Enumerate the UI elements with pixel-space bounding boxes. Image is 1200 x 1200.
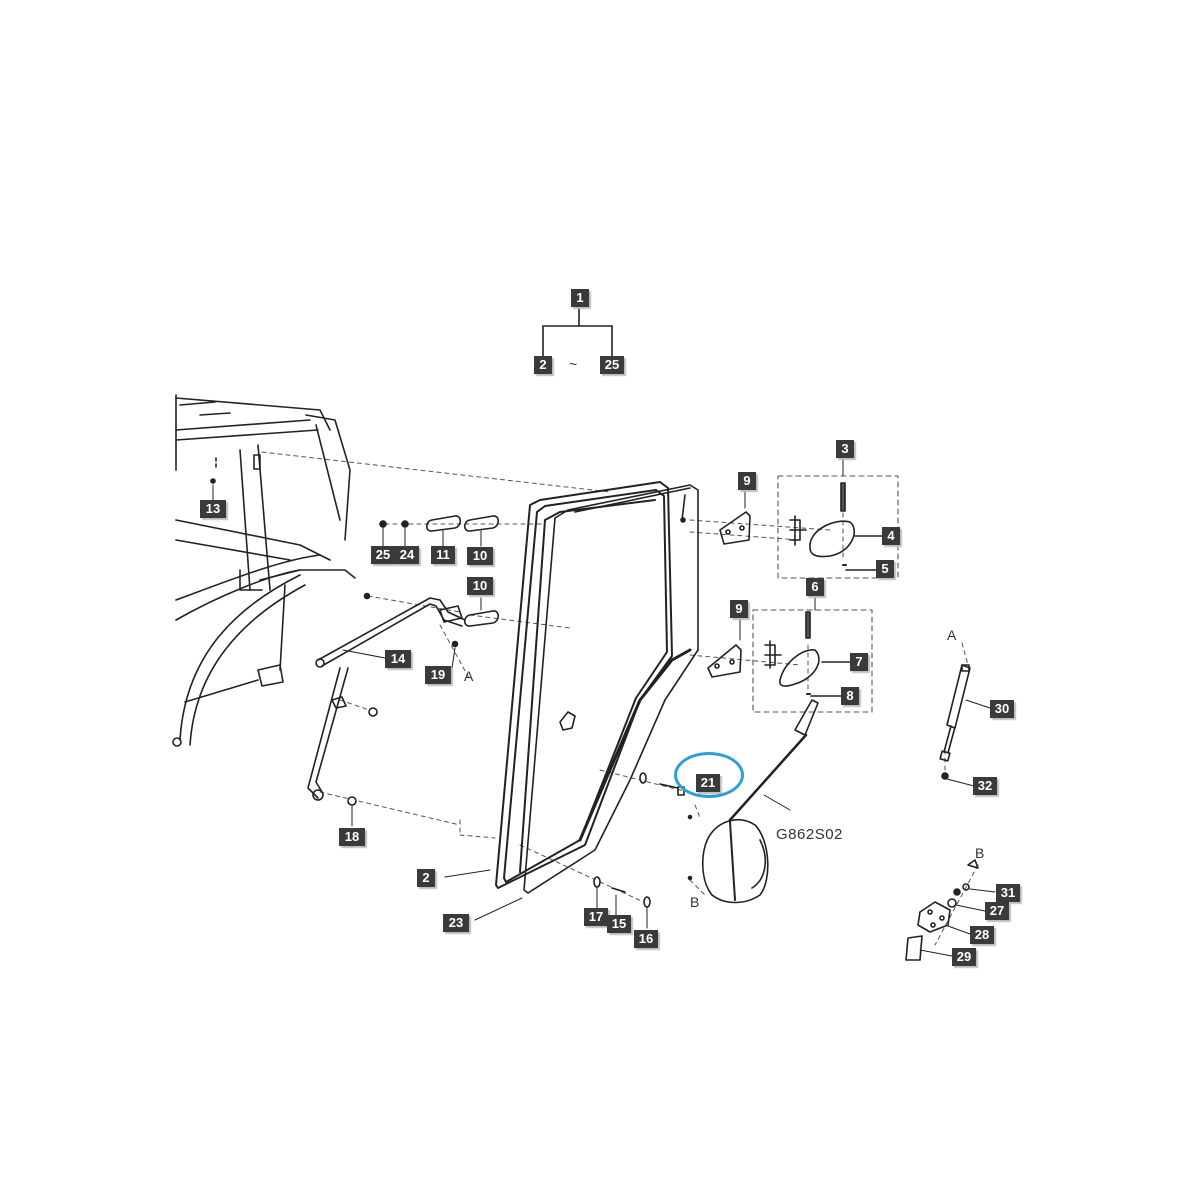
callout-part-2-range-start[interactable]: 2 <box>534 356 552 374</box>
callout-part-9-upper[interactable]: 9 <box>738 472 756 490</box>
fasteners <box>210 478 949 908</box>
callout-part-24[interactable]: 24 <box>395 546 419 564</box>
hinge-lower <box>764 611 851 697</box>
callout-part-3[interactable]: 3 <box>836 440 854 458</box>
callout-part-31[interactable]: 31 <box>996 884 1020 902</box>
callout-part-13[interactable]: 13 <box>200 500 226 518</box>
callout-part-11[interactable]: 11 <box>431 546 455 564</box>
callout-part-25-range-end[interactable]: 25 <box>600 356 624 374</box>
callout-part-9-lower[interactable]: 9 <box>730 600 748 618</box>
reference-letter-a-strut: A <box>947 627 957 643</box>
callout-part-14[interactable]: 14 <box>385 650 411 668</box>
callout-part-28[interactable]: 28 <box>970 926 994 944</box>
callout-part-25[interactable]: 25 <box>371 546 395 564</box>
door-handle-assembly <box>687 699 819 904</box>
plate-part-10-lower <box>463 610 500 627</box>
range-separator: ~ <box>569 356 578 372</box>
bracket-part-19 <box>439 605 463 623</box>
hinge-plate-upper <box>719 511 751 545</box>
callout-part-23[interactable]: 23 <box>443 914 469 932</box>
callout-part-19[interactable]: 19 <box>425 666 451 684</box>
callout-part-29[interactable]: 29 <box>952 948 976 966</box>
striker-assembly <box>905 859 996 961</box>
callout-part-30[interactable]: 30 <box>990 700 1014 718</box>
callout-part-1[interactable]: 1 <box>571 289 589 307</box>
callout-part-5[interactable]: 5 <box>876 560 894 578</box>
bolts <box>611 783 685 893</box>
callout-part-15[interactable]: 15 <box>607 915 631 933</box>
gas-strut-part-30 <box>939 664 991 787</box>
callout-part-32[interactable]: 32 <box>973 777 997 795</box>
cab-frame <box>172 394 356 747</box>
callout-part-27[interactable]: 27 <box>985 902 1009 920</box>
hinge-plate-lower <box>707 644 742 678</box>
callout-part-16[interactable]: 16 <box>634 930 658 948</box>
drawing-code-label: G862S02 <box>776 826 843 843</box>
callout-part-4[interactable]: 4 <box>882 527 900 545</box>
hinge-upper <box>789 482 883 571</box>
door-glass-part-23 <box>523 484 699 894</box>
callout-part-17[interactable]: 17 <box>584 908 608 926</box>
callout-part-10-upper[interactable]: 10 <box>467 547 493 565</box>
grab-bar-part-14 <box>307 597 466 801</box>
assembly-bracket <box>542 306 613 357</box>
plate-part-11 <box>425 515 462 532</box>
callout-part-6[interactable]: 6 <box>806 578 824 596</box>
reference-letter-b-striker: B <box>975 845 985 861</box>
callout-part-2[interactable]: 2 <box>417 869 435 887</box>
callout-part-8[interactable]: 8 <box>841 687 859 705</box>
callout-part-18[interactable]: 18 <box>339 828 365 846</box>
plate-part-10-upper <box>463 515 500 532</box>
callout-part-10-lower[interactable]: 10 <box>467 577 493 595</box>
reference-letter-a-bar: A <box>464 668 474 684</box>
highlight-ring-part-21 <box>674 752 744 798</box>
reference-letter-b-handle: B <box>690 894 700 910</box>
callout-part-7[interactable]: 7 <box>850 653 868 671</box>
leader-lines <box>212 458 844 929</box>
